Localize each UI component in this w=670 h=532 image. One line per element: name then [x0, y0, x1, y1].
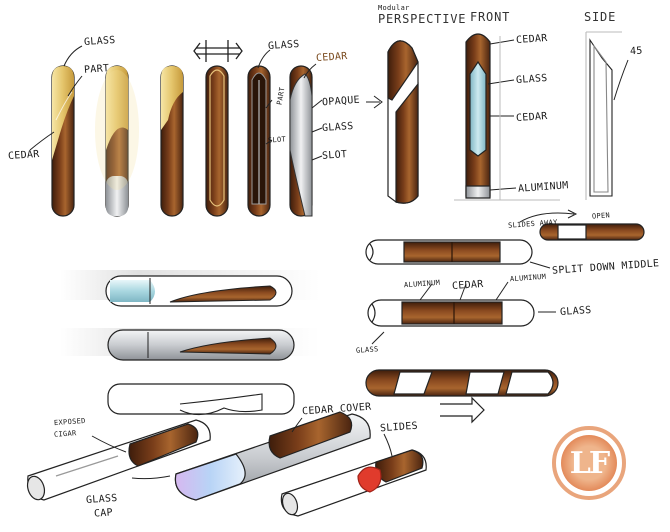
callout-cedar-2: CEDAR [515, 110, 548, 125]
lf-logo-letters: LF [569, 445, 610, 481]
callout-cap: CAP [93, 507, 114, 520]
label-cedar-top: CEDAR [315, 50, 348, 65]
leader-lines-top-left [29, 45, 323, 161]
right-concepts [365, 209, 645, 397]
width-arrow-icon [193, 40, 243, 62]
label-cedar-left: CEDAR [7, 148, 40, 163]
label-modular: Modular [378, 4, 410, 12]
label-glass-2: GLASS [267, 38, 300, 53]
label-glass-3: GLASS [321, 120, 354, 135]
callout-glass-bottom: GLASS [85, 492, 118, 507]
label-slot: SLOT [321, 149, 348, 162]
perspective-view [387, 40, 419, 204]
leader-lines-right [371, 261, 556, 345]
horizontal-concepts [60, 270, 320, 416]
callout-side-angle: 45 [629, 45, 644, 58]
label-slot-small: SLOT [267, 135, 287, 145]
label-glass-1: GLASS [83, 34, 116, 49]
label-part: PART [83, 63, 110, 76]
leader-lines-top-right [366, 36, 629, 201]
lf-logo: LF [552, 426, 626, 500]
lf-logo-mark [552, 426, 626, 500]
callout-glass-left: GLASS [355, 345, 379, 355]
callout-cigar: CIGAR [53, 429, 77, 439]
bottom-concepts [26, 411, 427, 517]
callout-cedar: CEDAR [515, 32, 548, 47]
arrow-right-icon [440, 396, 485, 424]
leader-lines-bottom [91, 417, 393, 480]
callout-open: OPEN [591, 211, 611, 221]
front-view [465, 33, 491, 199]
heading-front: FRONT [470, 10, 511, 24]
heading-side: SIDE [584, 10, 617, 24]
heading-perspective: PERSPECTIVE [378, 12, 467, 26]
callout-glass-right: GLASS [559, 304, 592, 319]
vertical-concepts [51, 65, 313, 217]
side-view [585, 31, 622, 200]
callout-glass: GLASS [515, 72, 548, 87]
callout-cedar-right: CEDAR [451, 278, 484, 293]
